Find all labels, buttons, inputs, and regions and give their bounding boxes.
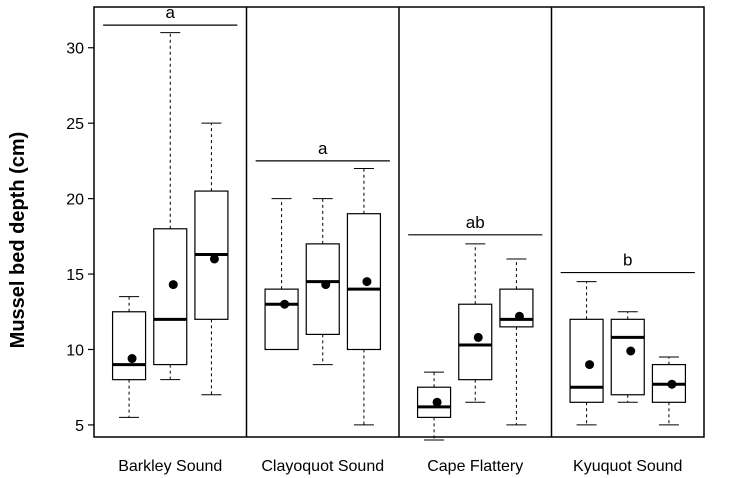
mean-point [514,311,524,321]
mean-point [209,254,219,264]
mean-point [362,277,372,287]
box-iqr [569,318,604,403]
y-tick-label: 30 [66,41,84,58]
box-iqr [458,303,493,381]
box-iqr [610,318,645,396]
box [346,167,382,426]
box [458,243,493,403]
y-tick-label: 15 [66,267,84,284]
group-label: Clayoquot Sound [261,458,384,475]
y-tick-label: 10 [66,342,84,359]
box [111,296,147,418]
group-label: Kyuquot Sound [573,458,682,475]
box-iqr [111,311,147,381]
mean-point [280,299,290,309]
mean-point [127,354,137,364]
box [610,311,645,403]
box [569,281,604,426]
significance-letter: a [318,139,328,158]
significance-letter: ab [466,213,485,232]
significance-letter: a [166,3,176,22]
mean-point [585,360,595,370]
box-iqr [264,288,299,351]
box [194,122,229,396]
significance-letter: b [623,251,632,270]
mean-point [168,280,178,290]
box-iqr [153,228,188,366]
box [264,198,299,351]
box-iqr [499,288,534,328]
box [416,371,452,441]
mean-point [626,346,636,356]
mean-point [321,280,331,290]
y-axis-label: Mussel bed depth (cm) [7,132,29,349]
group-label: Cape Flattery [427,458,523,475]
chart-marks: a a ab b [103,3,695,441]
mean-point [432,397,442,407]
y-tick-label: 25 [66,116,84,133]
box-iqr [305,243,340,336]
mean-point [473,332,483,342]
y-tick-label: 20 [66,192,84,209]
box [651,356,687,426]
group-label: Barkley Sound [118,458,222,475]
box [153,32,188,381]
mean-point [667,379,677,389]
box [305,198,340,366]
y-tick-label: 5 [75,418,84,435]
box [499,258,534,426]
